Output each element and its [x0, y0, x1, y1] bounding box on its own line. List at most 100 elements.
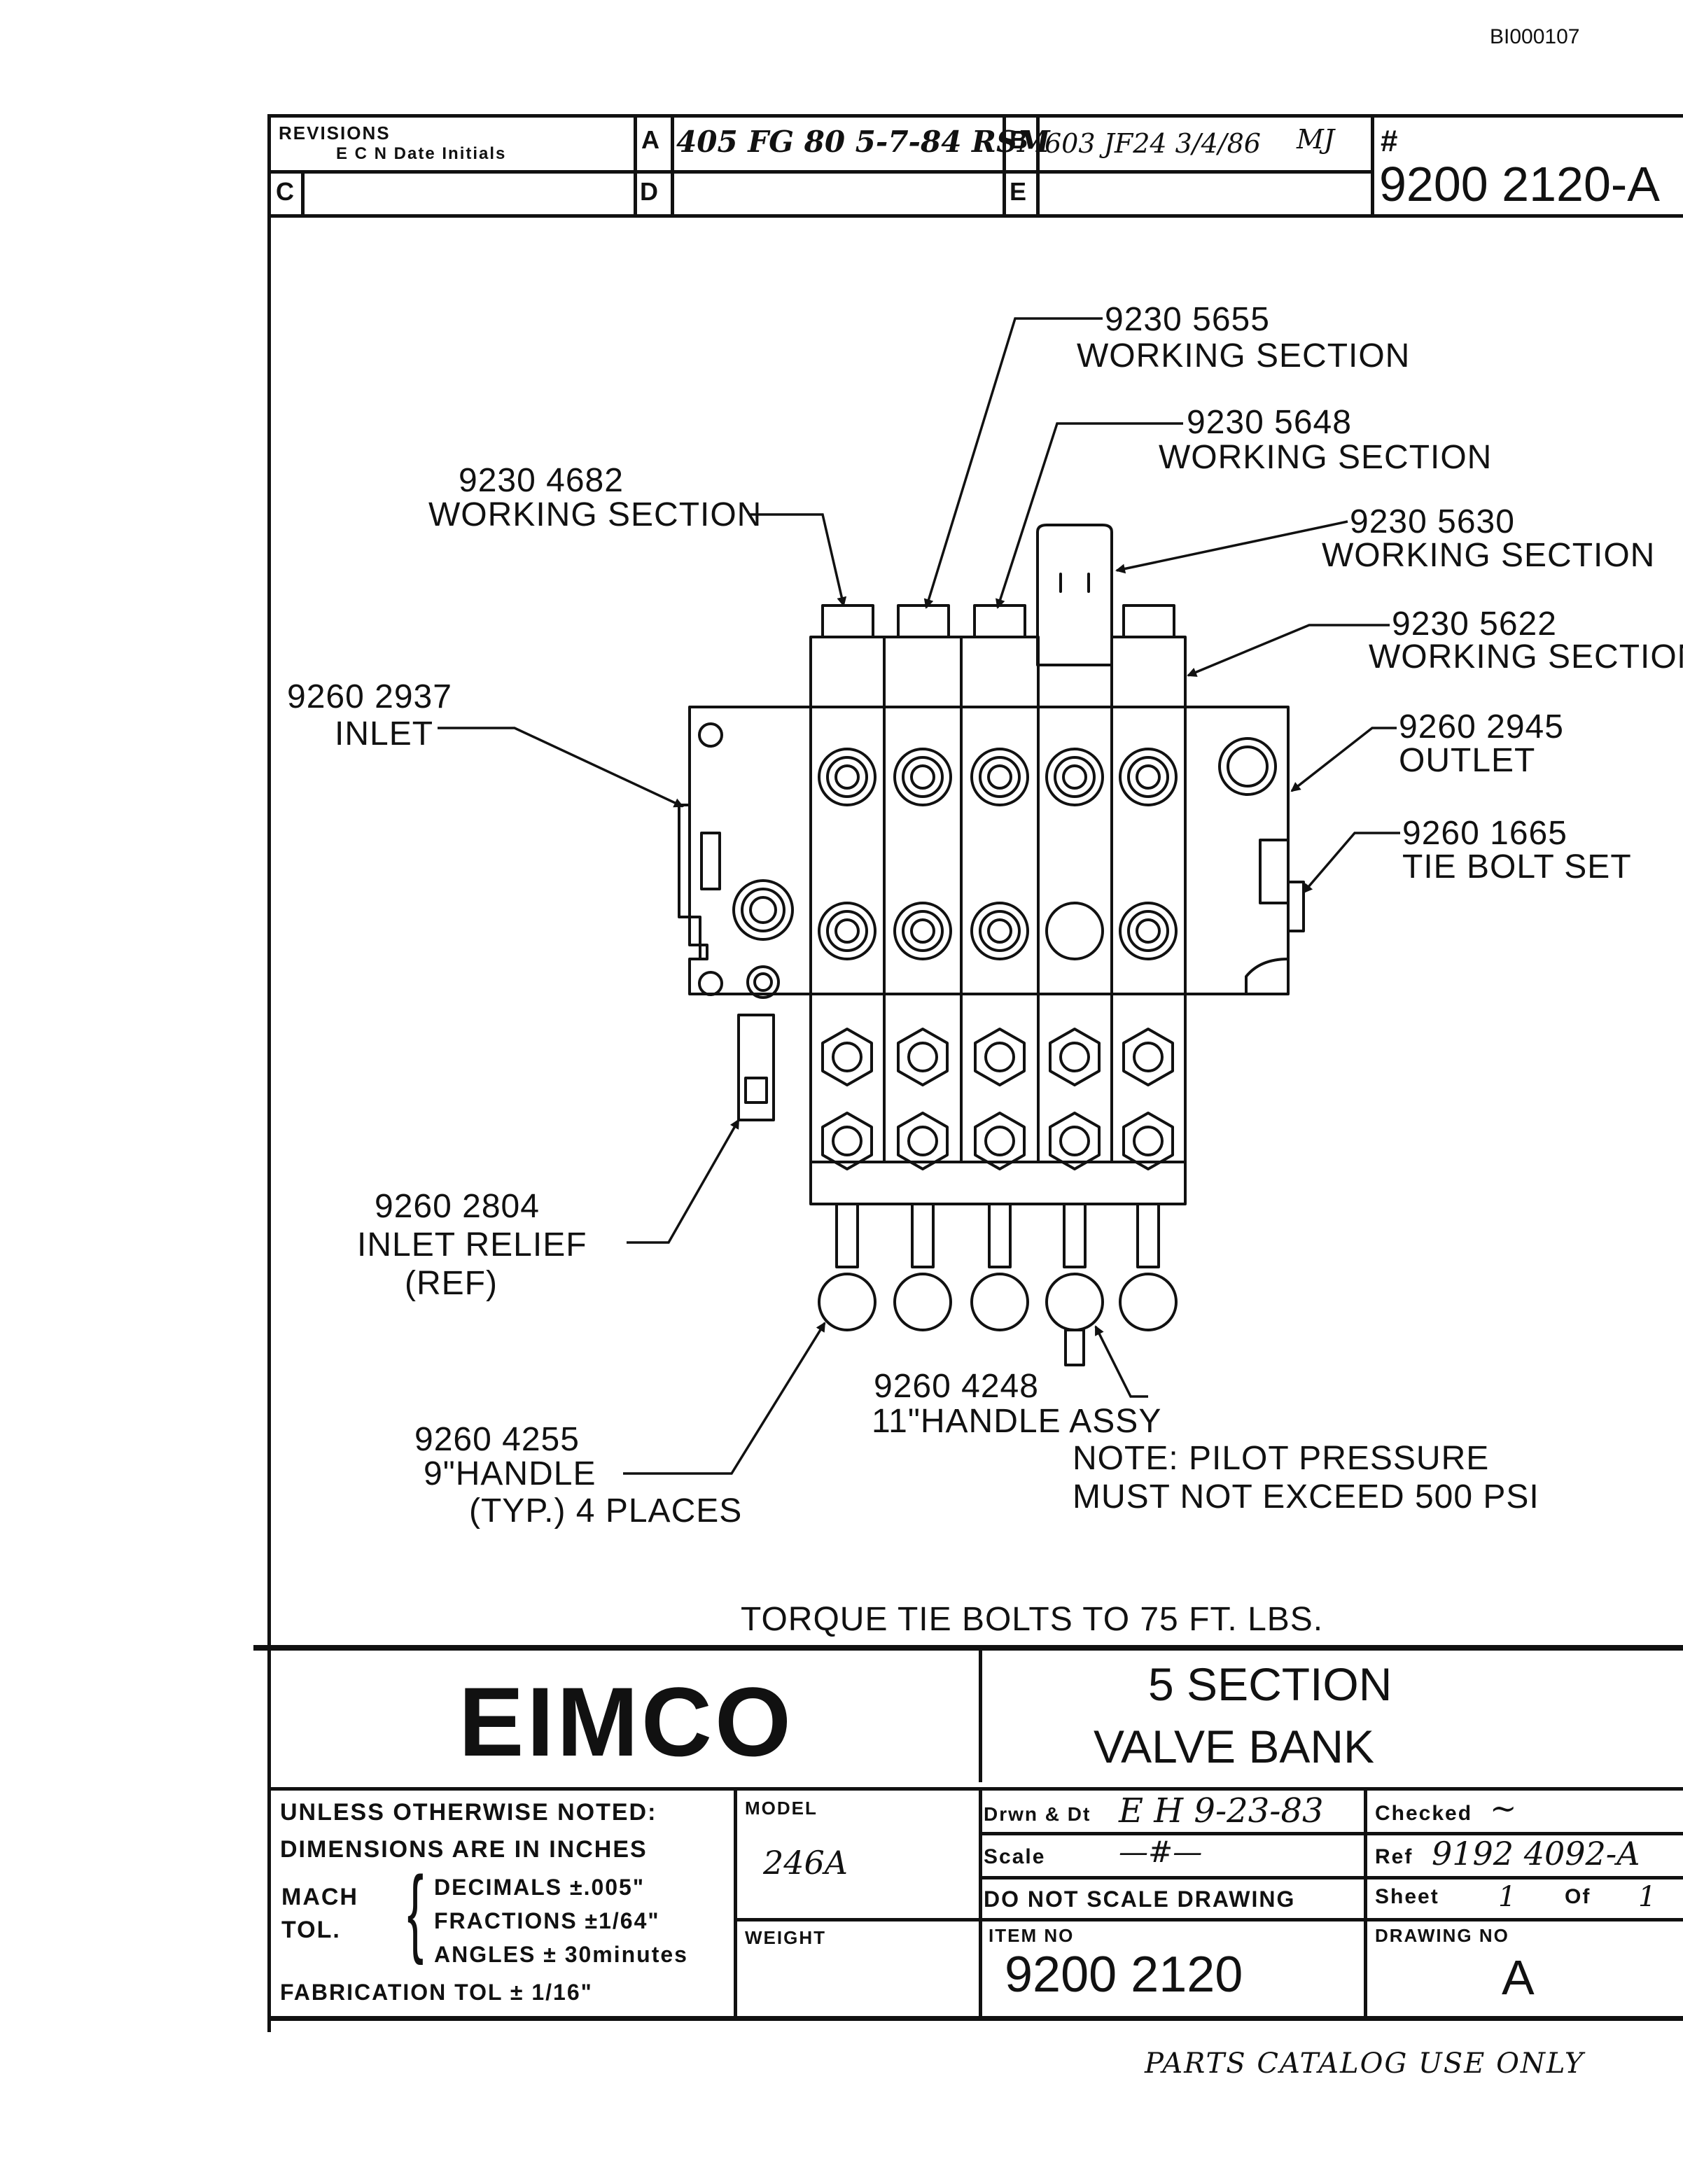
revisions-header: REVISIONS — [279, 122, 391, 144]
title-notes-divider — [734, 1787, 737, 2018]
title-row3-line — [979, 1918, 1683, 1921]
tolerance-angles: ANGLES ± 30minutes — [434, 1942, 688, 1967]
callout-ws-5622-text: WORKING SECTION — [1369, 638, 1683, 676]
rev-letter-a: A — [641, 125, 659, 154]
note-line-2: MUST NOT EXCEED 500 PSI — [1073, 1478, 1539, 1516]
title-model-divider — [979, 1787, 982, 2018]
outlet-notch — [1245, 958, 1290, 995]
rev-top-line — [267, 114, 1683, 118]
part-number-header: 9200 2120-A — [1379, 157, 1660, 211]
rev-a-divider — [634, 114, 637, 214]
inlet-side-port-mid — [741, 888, 785, 932]
weight-label: WEIGHT — [745, 1927, 826, 1948]
working-section-5 — [1110, 604, 1187, 1331]
torque-note: TORQUE TIE BOLTS TO 75 FT. LBS. — [741, 1601, 1324, 1638]
rev-bottom-line — [267, 214, 1683, 218]
callout-ws-5622-number: 9230 5622 — [1392, 606, 1557, 643]
leader-ws-5622 — [1187, 624, 1390, 677]
callout-ws-5630-number: 9230 5630 — [1350, 503, 1515, 540]
sheet-label: Sheet — [1375, 1885, 1439, 1908]
of-label: Of — [1565, 1885, 1591, 1908]
sheet-value: 1 — [1498, 1881, 1516, 1913]
rev-letter-e: E — [1010, 177, 1027, 206]
callout-ws-5655-number: 9230 5655 — [1105, 301, 1270, 338]
title-right-divider — [1364, 1787, 1367, 2018]
inlet-gauge-port-inner — [753, 972, 773, 992]
drawing-title-line-2: VALVE BANK — [1094, 1721, 1375, 1772]
rev-letter-b: B — [1010, 125, 1028, 154]
title-mid-line — [267, 1787, 1683, 1791]
tol-label: TOL. — [281, 1917, 341, 1943]
notes-line-2: DIMENSIONS ARE IN INCHES — [280, 1836, 648, 1863]
model-label: MODEL — [745, 1798, 818, 1819]
working-section-2 — [883, 604, 963, 1331]
document-id: BI000107 — [1490, 25, 1580, 48]
callout-ws-5630-text: WORKING SECTION — [1322, 537, 1656, 574]
working-section-1 — [809, 604, 886, 1331]
callout-9-handle-typ: (TYP.) 4 PLACES — [469, 1492, 743, 1530]
leader-inlet-relief — [627, 1119, 740, 1244]
callout-outlet-text: OUTLET — [1399, 742, 1536, 779]
rev-b-entry: 603 JF24 3/4/86 — [1045, 128, 1261, 159]
company-logo: EIMCO — [459, 1667, 794, 1777]
tolerance-fractions: FRACTIONS ±1/64" — [434, 1908, 660, 1933]
mount-hole-bottom-left — [698, 971, 723, 996]
leader-ws-5655 — [923, 317, 1103, 609]
of-value: 1 — [1638, 1881, 1656, 1913]
callout-ws-5655-text: WORKING SECTION — [1077, 337, 1411, 374]
leader-tie-bolt — [1302, 832, 1400, 894]
checked-label: Checked — [1375, 1802, 1473, 1825]
leader-ws-4682 — [749, 513, 847, 607]
callout-tie-bolt-text: TIE BOLT SET — [1402, 848, 1632, 886]
callout-inlet-relief-number: 9260 2804 — [375, 1188, 540, 1225]
callout-tie-bolt-number: 9260 1665 — [1402, 815, 1567, 852]
title-row2-line — [979, 1876, 1683, 1879]
leader-ws-5630 — [1115, 520, 1348, 574]
leader-9-handle — [623, 1322, 826, 1475]
callout-9-handle-number: 9260 4255 — [414, 1421, 580, 1458]
tie-bolt-boss — [1259, 839, 1290, 904]
callout-9-handle-text: 9"HANDLE — [424, 1455, 596, 1492]
footer-note: PARTS CATALOG USE ONLY — [1145, 2047, 1585, 2080]
item-no-label: ITEM NO — [989, 1925, 1075, 1946]
title-row1-line — [979, 1832, 1683, 1835]
drawn-value: E H 9-23-83 — [1119, 1791, 1324, 1830]
item-no-value: 9200 2120 — [1005, 1947, 1243, 2003]
leader-outlet — [1290, 727, 1397, 792]
drawing-no-value: A — [1502, 1950, 1535, 2005]
callout-inlet-relief-ref: (REF) — [405, 1265, 498, 1302]
rev-letter-d: D — [640, 177, 658, 206]
callout-ws-4682-number: 9230 4682 — [459, 462, 624, 499]
valve-body-plate — [688, 706, 1290, 995]
callout-inlet-number: 9260 2937 — [287, 678, 452, 715]
notes-line-1: UNLESS OTHERWISE NOTED: — [280, 1799, 657, 1826]
inlet-port — [700, 832, 721, 890]
frame-left-line — [267, 114, 271, 2032]
lower-body-band — [809, 1161, 1187, 1205]
tolerance-decimals: DECIMALS ±.005" — [434, 1875, 645, 1900]
leader-ws-5648 — [996, 422, 1183, 609]
leader-inlet — [438, 727, 684, 808]
fabrication-tolerance: FABRICATION TOL ± 1/16" — [280, 1980, 593, 2005]
do-not-scale: DO NOT SCALE DRAWING — [984, 1886, 1296, 1912]
rev-b2-divider — [1036, 114, 1040, 214]
inlet-gauge-port-outer — [746, 965, 780, 999]
scale-label: Scale — [984, 1845, 1046, 1868]
rev-c-divider — [301, 170, 305, 214]
title-company-divider — [979, 1649, 982, 1782]
model-value: 246A — [763, 1844, 849, 1882]
callout-ws-4682-text: WORKING SECTION — [428, 496, 762, 533]
title-bottom-line — [267, 2016, 1683, 2021]
drawing-title-line-1: 5 SECTION — [1148, 1658, 1392, 1710]
ref-label: Ref — [1375, 1845, 1413, 1868]
callout-inlet-text: INLET — [335, 715, 434, 752]
callout-outlet-number: 9260 2945 — [1399, 708, 1564, 746]
tie-bolt-nut — [1287, 881, 1305, 932]
mach-label: MACH — [281, 1884, 358, 1910]
working-section-4 — [1036, 524, 1113, 1366]
callout-ws-5648-text: WORKING SECTION — [1159, 439, 1493, 476]
leader-11-handle — [1094, 1325, 1148, 1398]
checked-signature: ~ — [1490, 1789, 1517, 1827]
callout-11-handle-number: 9260 4248 — [874, 1368, 1039, 1405]
